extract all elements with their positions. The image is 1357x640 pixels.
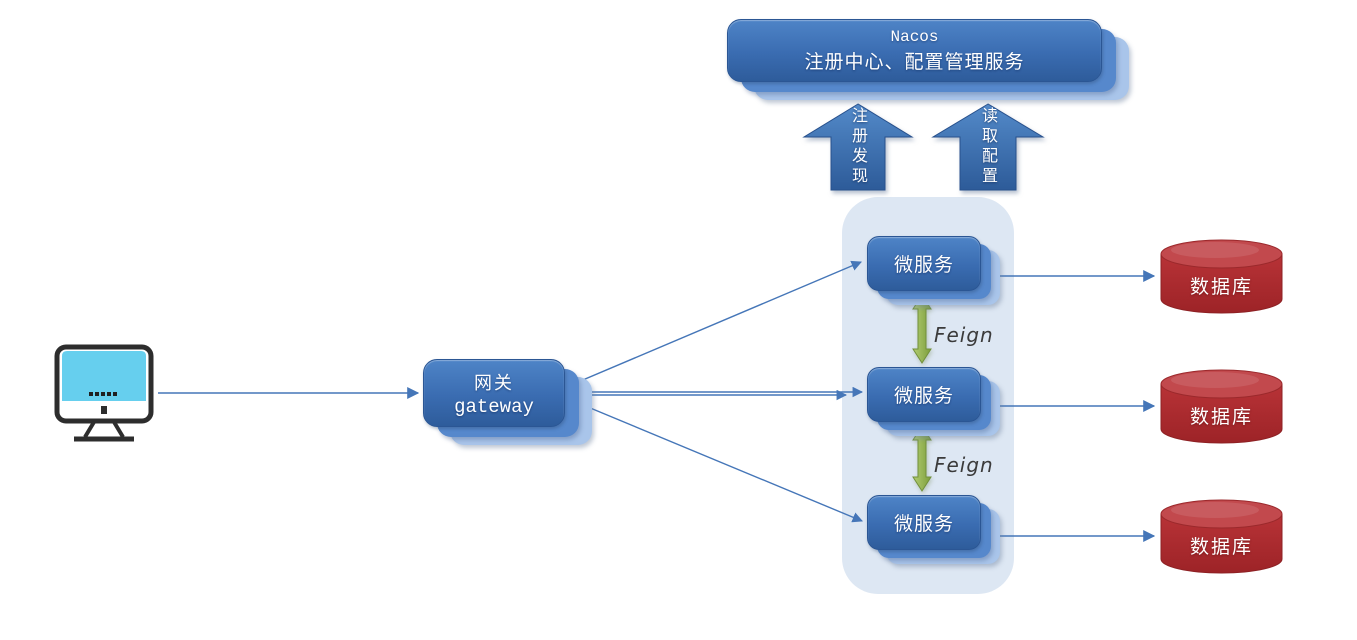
arrow-gateway-to-ms1 (570, 260, 862, 386)
feign-arrow-ms1-ms2 (912, 294, 932, 364)
microservice-label-2: 微服务 (867, 367, 981, 422)
gateway-node: 网关 gateway (423, 359, 592, 445)
read-config-label: 读取配置 (979, 107, 998, 187)
database-cylinder-2: 数据库 (1160, 369, 1283, 445)
registry-discovery-label: 注册发现 (849, 107, 868, 187)
nacos-title: Nacos (890, 27, 939, 46)
database-label-1: 数据库 (1189, 275, 1253, 298)
database-icon (1160, 499, 1283, 574)
microservice-node-2: 微服务 (867, 367, 1000, 436)
microservice-label-1: 微服务 (867, 236, 981, 291)
nacos-node: Nacos 注册中心、配置管理服务 (727, 19, 1129, 100)
nacos-subtitle: 注册中心、配置管理服务 (804, 50, 1025, 73)
database-icon (1160, 369, 1283, 444)
database-cylinder-3: 数据库 (1160, 499, 1283, 575)
microservice-node-3: 微服务 (867, 495, 1000, 564)
gateway-title: 网关 (474, 372, 514, 394)
client-computer-icon (52, 342, 156, 444)
gateway-subtitle: gateway (454, 395, 534, 418)
computer-monitor-icon (54, 344, 154, 442)
database-label-3: 数据库 (1189, 535, 1253, 558)
feign-arrow-ms2-ms3 (912, 425, 932, 492)
database-label-2: 数据库 (1189, 405, 1253, 428)
microservice-node-1: 微服务 (867, 236, 1000, 305)
database-icon (1160, 239, 1283, 314)
feign-label-2: Feign (934, 453, 994, 477)
registry-discovery-block-arrow (802, 103, 914, 191)
arrow-gateway-to-ms3 (570, 399, 863, 523)
database-cylinder-1: 数据库 (1160, 239, 1283, 315)
read-config-block-arrow (931, 103, 1045, 191)
feign-label-1: Feign (934, 323, 994, 347)
microservice-label-3: 微服务 (867, 495, 981, 550)
